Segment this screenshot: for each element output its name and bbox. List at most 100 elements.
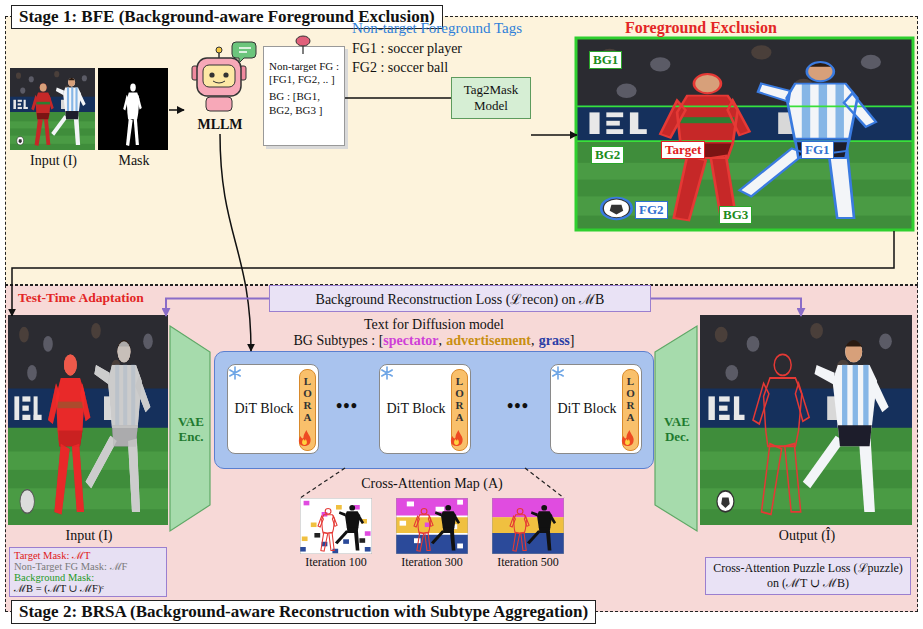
connector xyxy=(345,97,451,99)
robot-icon xyxy=(203,65,235,87)
text-label: , xyxy=(531,333,535,348)
input-photo xyxy=(51,78,85,145)
input-photo xyxy=(48,354,90,514)
mask-image xyxy=(123,83,142,146)
output-photo xyxy=(700,315,912,525)
text-label: Non-Target FG Mask: ℳF xyxy=(14,561,162,572)
text-label: BG : [BG1, BG2, BG3 ] xyxy=(269,90,340,116)
attention-map xyxy=(431,505,460,551)
attention-map xyxy=(300,498,372,554)
attention-map xyxy=(457,500,463,505)
region-tag: Target xyxy=(661,141,705,159)
region-tag: FG2 xyxy=(635,201,668,219)
text-label: Input (I) xyxy=(0,528,199,544)
attention-map xyxy=(457,544,463,549)
tag-line: FG1 : soccer player xyxy=(352,41,462,57)
input-photo xyxy=(8,315,168,525)
tag-line: FG2 : soccer ball xyxy=(352,60,448,76)
text-label: Text for Diffusion model xyxy=(175,317,693,333)
attention-map xyxy=(414,538,420,543)
attention-map xyxy=(436,507,445,512)
attention-map xyxy=(318,509,337,552)
input-photo xyxy=(10,68,95,150)
attention-map xyxy=(396,498,468,554)
exclusion-photo xyxy=(660,74,749,220)
text-label: spectator xyxy=(383,333,438,348)
text-label: Cross-Attention Puzzle Loss (ℒpuzzle) on… xyxy=(712,561,904,591)
text-label: Non-target FG : [FG1, FG2, .. ] xyxy=(269,60,340,86)
iteration-label: Iteration 300 xyxy=(382,555,482,570)
text-label: LORA xyxy=(455,375,464,423)
attention-map xyxy=(510,509,529,552)
attention-map xyxy=(396,498,468,554)
tags-heading: Non-target Foreground Tags xyxy=(352,20,522,37)
text-label: Stage 2: BRSA (Background-aware Reconstr… xyxy=(11,600,596,624)
robot-icon xyxy=(216,47,222,53)
subtype-line: BG Subtypes : [spectator,advertisement,g… xyxy=(175,333,693,349)
attention-map xyxy=(396,498,468,554)
text-label: Output (Î) xyxy=(671,528,923,544)
input-photo xyxy=(86,341,151,512)
exclusion-photo xyxy=(576,38,913,230)
attention-map xyxy=(304,501,310,506)
text-label: LORA xyxy=(303,375,312,423)
attention-map xyxy=(335,505,364,551)
map-caption: Cross-Attention Map (A) xyxy=(332,476,532,492)
text-label: MLLM xyxy=(184,117,256,133)
text-label: Target xyxy=(665,142,701,158)
connector xyxy=(531,134,577,136)
exclusion-photo xyxy=(660,74,749,220)
attention-map xyxy=(300,547,306,552)
mask-legend-box: Target Mask: ℳTNon-Target FG Mask: ℳFBac… xyxy=(9,547,167,597)
text-label: DiT Block xyxy=(383,365,449,453)
text-label: LORA xyxy=(626,375,635,423)
attention-map xyxy=(492,498,564,517)
text-label: Background Reconstruction Loss (ℒrecon) … xyxy=(316,289,605,308)
attention-map xyxy=(414,509,433,552)
loss-box: Background Reconstruction Loss (ℒrecon) … xyxy=(269,285,651,312)
pin-icon xyxy=(296,36,310,46)
attention-map xyxy=(527,505,556,551)
exclusion-photo xyxy=(576,38,913,230)
input-photo xyxy=(31,83,54,146)
text-label: BG2 xyxy=(595,147,620,163)
region-tag: BG1 xyxy=(589,51,622,69)
encoder-shape xyxy=(170,326,210,531)
decoder-shape xyxy=(655,326,697,531)
attention-map xyxy=(332,549,338,554)
attention-map xyxy=(359,538,365,543)
text-label: BG1 xyxy=(593,52,618,68)
text-label: DiT Block xyxy=(554,365,620,453)
ellipsis: ••• xyxy=(322,396,372,417)
attention-map xyxy=(343,539,349,544)
diffusion-block: Text for Diffusion modelBG Subtypes : [s… xyxy=(214,351,654,469)
output-photo xyxy=(803,340,889,512)
text-label: ] xyxy=(570,333,575,348)
tag-list: Non-target FG : [FG1, FG2, .. ] BG : [BG1… xyxy=(263,46,345,146)
text-label: BG3 xyxy=(723,207,748,223)
text-label: BG Subtypes : [ xyxy=(294,333,384,348)
diffusion-heading: Text for Diffusion modelBG Subtypes : [s… xyxy=(175,317,693,349)
text-label: ℳB = (ℳT ∪ ℳF)ᶜ xyxy=(14,583,162,594)
exclusion-photo xyxy=(603,199,630,218)
attention-map xyxy=(300,498,372,554)
exclusion-photo xyxy=(601,198,631,220)
mask-image xyxy=(98,68,168,150)
text-label: Target Mask: ℳT xyxy=(14,550,162,561)
mask-image xyxy=(98,68,168,150)
text-label: Mask xyxy=(69,153,199,169)
robot-icon xyxy=(223,72,228,77)
output-photo xyxy=(717,491,734,512)
text-label: FG1 xyxy=(805,142,830,158)
attention-map xyxy=(302,537,308,542)
robot-icon xyxy=(197,58,241,96)
text-label: Tag2Mask Model xyxy=(455,82,527,113)
text-label: FG2 xyxy=(639,202,664,218)
attention-map xyxy=(400,521,406,526)
output-photo xyxy=(753,354,809,514)
text-label: grass xyxy=(539,333,570,348)
text-label: VAE Enc. xyxy=(171,415,211,445)
attention-map xyxy=(492,533,564,554)
text-label: , xyxy=(439,333,443,348)
exclusion-photo xyxy=(739,61,875,218)
